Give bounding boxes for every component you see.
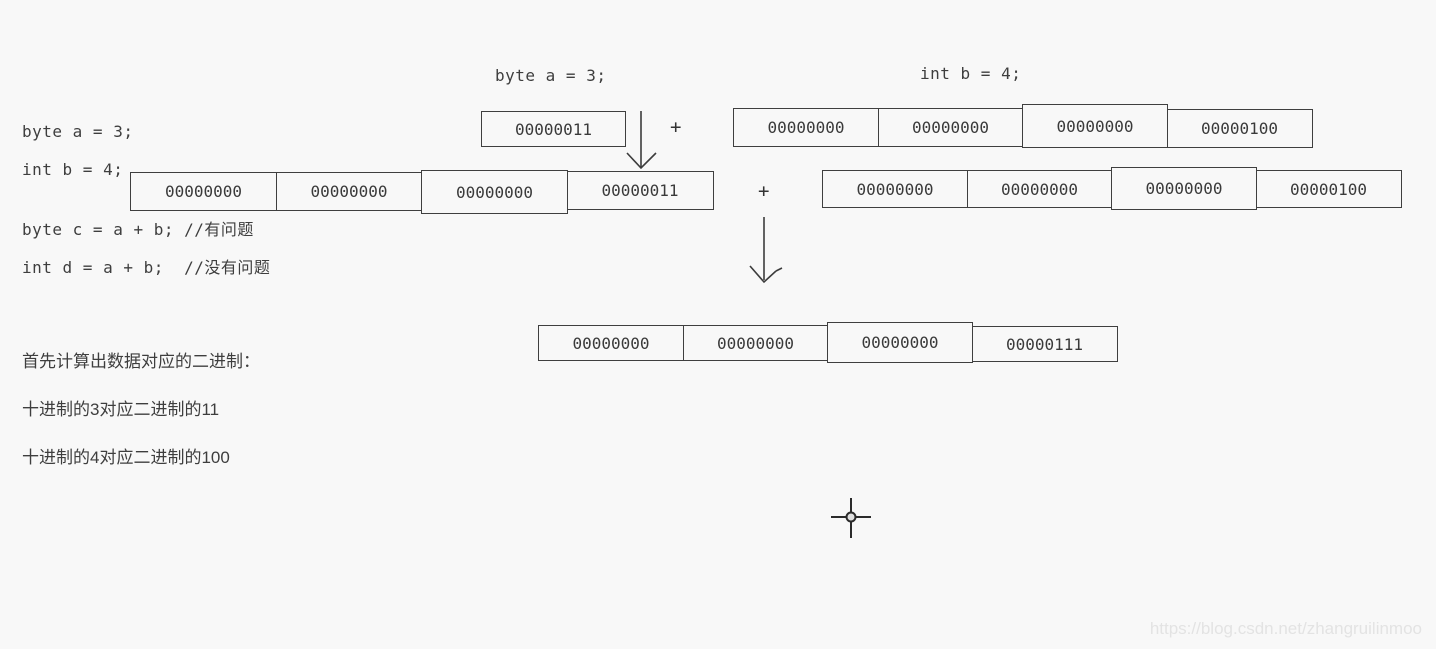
explanation-line-2: 十进制的3对应二进制的11 — [22, 400, 220, 419]
binary-cell: 00000000 — [827, 322, 973, 363]
label-byte-a: byte a = 3; — [495, 66, 607, 85]
binary-cell: 00000000 — [1111, 167, 1257, 210]
crosshair-cursor-icon — [831, 498, 871, 538]
code-line-int-b: int b = 4; — [22, 160, 124, 179]
binary-cell: 00000000 — [682, 325, 829, 361]
binary-cell: 00000000 — [1022, 104, 1168, 148]
binary-cell: 00000000 — [733, 108, 879, 147]
binary-cell: 00000100 — [1166, 109, 1313, 148]
binary-cell: 00000011 — [566, 171, 714, 210]
down-arrow-long-icon — [749, 217, 783, 284]
plus-sign-middle: + — [758, 180, 770, 202]
code-line-byte-a: byte a = 3; — [22, 122, 134, 141]
explanation-line-3: 十进制的4对应二进制的100 — [22, 448, 230, 467]
binary-cell: 00000100 — [1255, 170, 1402, 208]
binary-cell: 00000111 — [971, 326, 1118, 362]
explanation-block: 首先计算出数据对应的二进制： 十进制的3对应二进制的11 十进制的4对应二进制的… — [22, 322, 260, 498]
binary-cell: 00000000 — [822, 170, 968, 208]
explanation-line-1: 首先计算出数据对应的二进制： — [22, 352, 260, 371]
binary-cell: 00000000 — [275, 172, 423, 211]
binary-cell: 00000000 — [130, 172, 277, 211]
binary-row-result: 00000000 00000000 00000000 00000111 — [538, 322, 1118, 366]
binary-cell: 00000000 — [421, 170, 568, 214]
code-line-byte-c: byte c = a + b; //有问题 — [22, 220, 254, 239]
binary-row-promoted-a: 00000000 00000000 00000000 00000011 — [130, 170, 714, 216]
byte-a-value-box: 00000011 — [481, 111, 626, 147]
binary-row-int-b: 00000000 00000000 00000000 00000100 — [733, 104, 1313, 152]
binary-cell: 00000000 — [877, 108, 1024, 147]
label-int-b: int b = 4; — [920, 64, 1022, 83]
plus-sign-top: + — [670, 116, 682, 138]
binary-row-int-b-2: 00000000 00000000 00000000 00000100 — [822, 167, 1402, 213]
binary-cell: 00000000 — [966, 170, 1113, 208]
binary-cell: 00000000 — [538, 325, 684, 361]
code-line-int-d: int d = a + b; //没有问题 — [22, 258, 271, 277]
watermark: https://blog.csdn.net/zhangruilinmoo — [1149, 619, 1422, 638]
down-arrow-short-icon — [626, 111, 657, 170]
